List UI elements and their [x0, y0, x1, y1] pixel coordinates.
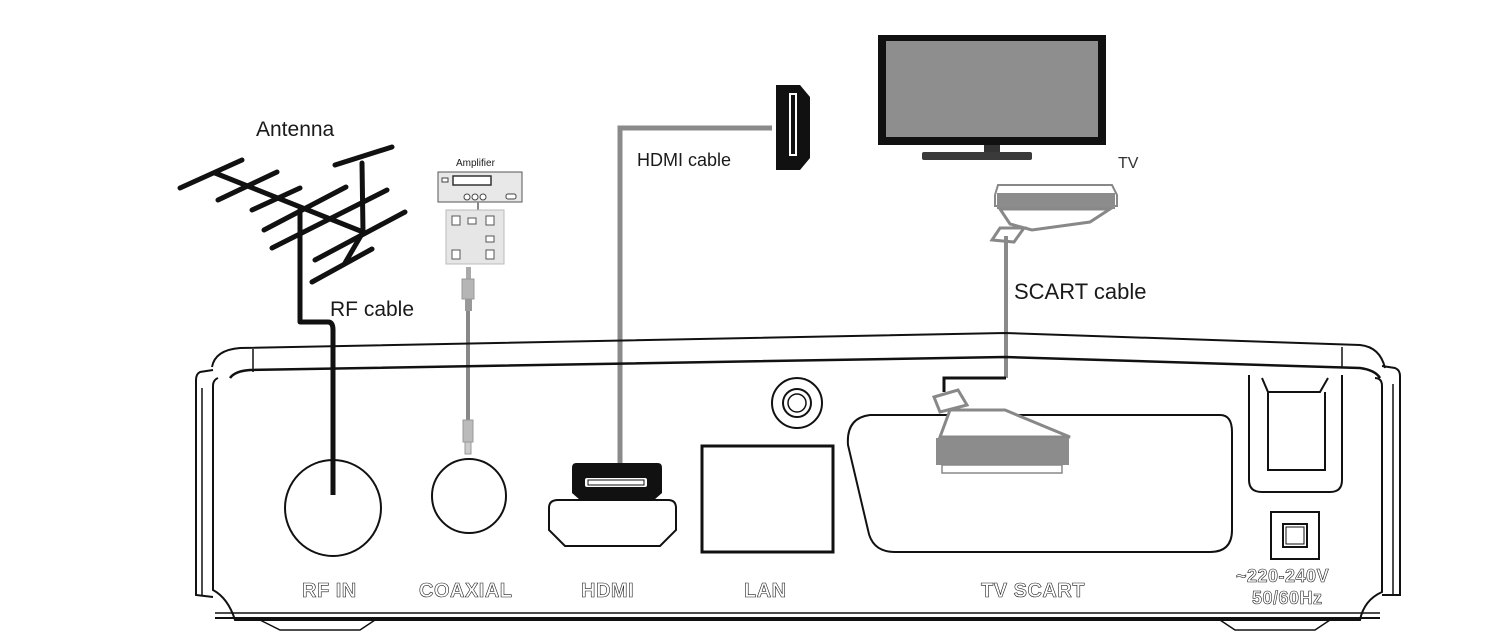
amplifier-icon [437, 171, 523, 265]
hdmi-port [548, 463, 677, 547]
hdmi-plug-icon [776, 85, 810, 170]
port-label-hdmi: HDMI [581, 580, 635, 603]
antenna-icon [177, 144, 408, 325]
port-label-lan: LAN [744, 580, 787, 603]
coaxial-cable [461, 267, 475, 455]
rf-cable-label: RF cable [330, 298, 415, 321]
receiver-back-panel [195, 331, 1401, 631]
power-switch [1248, 375, 1343, 493]
power-frequency-label: 50/60Hz [1252, 588, 1323, 609]
scart-plug-box-icon [931, 388, 1071, 474]
hdmi-cable [617, 125, 772, 468]
rf-in-port [284, 459, 382, 557]
hdmi-cable-label: HDMI cable [637, 150, 732, 170]
port-label-tv-scart: TV SCART [981, 580, 1085, 603]
port-label-rf-in: RF IN [302, 580, 357, 603]
scart-cable-label: SCART cable [1014, 279, 1147, 304]
coaxial-port [431, 458, 507, 534]
lan-port [700, 444, 835, 554]
scart-plug-tv-icon [989, 184, 1118, 244]
rf-cable [300, 319, 336, 495]
power-inlet-icon [1270, 511, 1320, 560]
tv-scart-port [846, 414, 1233, 553]
tv-label: TV [1118, 155, 1139, 172]
round-connector [771, 377, 823, 429]
antenna-label: Antenna [256, 118, 335, 141]
amplifier-label: Amplifier [456, 158, 495, 169]
tv-icon [878, 35, 1106, 160]
port-label-coaxial: COAXIAL [419, 580, 513, 603]
power-voltage-label: ~220-240V [1236, 566, 1330, 587]
